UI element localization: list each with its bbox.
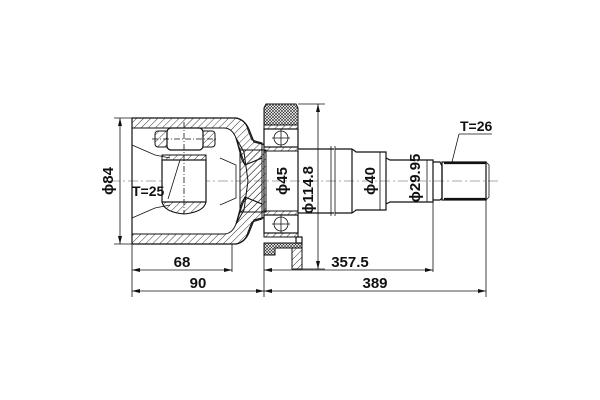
shaft-diameter-40-label: ϕ40 [362,167,379,195]
svg-text:ϕ84: ϕ84 [100,166,117,195]
bearing-assembly [263,103,303,270]
shaft-spline-callout: T=26 [451,118,493,163]
housing-diameter-dimension: ϕ84 [100,117,132,245]
svg-text:ϕ114.8: ϕ114.8 [300,166,317,214]
length-389-label: 389 [362,275,387,292]
length-dimensions: 68 90 357.5 389 [131,200,487,297]
svg-text:T=26: T=26 [460,118,493,134]
bearing-outer-dimension: ϕ114.8 [298,103,325,270]
bearing-bore-label: ϕ45 [274,167,291,195]
length-357-label: 357.5 [331,254,369,271]
shaft-diameter-29-label: ϕ29.95 [407,154,424,203]
drive-shaft [298,146,490,216]
housing-spline-label: T=25 [132,183,165,199]
length-90-label: 90 [190,275,207,292]
tripod-spider [152,122,218,215]
length-68-label: 68 [174,254,191,271]
